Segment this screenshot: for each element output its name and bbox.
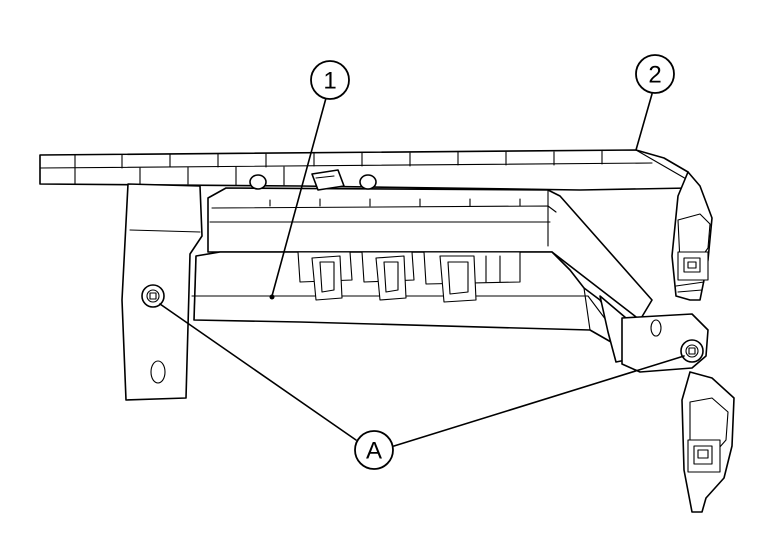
callout-1-label: 1 [323, 68, 336, 95]
upper-retainer-clip [675, 213, 711, 293]
callout-1: 1 [310, 60, 350, 100]
bolt-right [680, 339, 704, 363]
leader-line-a-right [393, 355, 685, 447]
bolt-left [141, 284, 165, 308]
relay-connectors [297, 251, 521, 303]
callout-2-label: 2 [648, 62, 661, 89]
slot-hole [150, 360, 166, 384]
leader-lines [159, 93, 685, 447]
callout-2: 2 [635, 54, 675, 94]
leader-line-2 [635, 93, 653, 151]
callout-a-label: A [366, 438, 382, 465]
lower-retainer-clip [687, 397, 729, 473]
leader-line-1 [271, 97, 327, 297]
side-panel-edge [671, 171, 735, 513]
connector-1 [297, 251, 353, 301]
leader-line-a-left [159, 303, 357, 441]
connector-3 [423, 251, 521, 303]
callout-a: A [354, 430, 394, 470]
connector-2 [361, 251, 415, 301]
